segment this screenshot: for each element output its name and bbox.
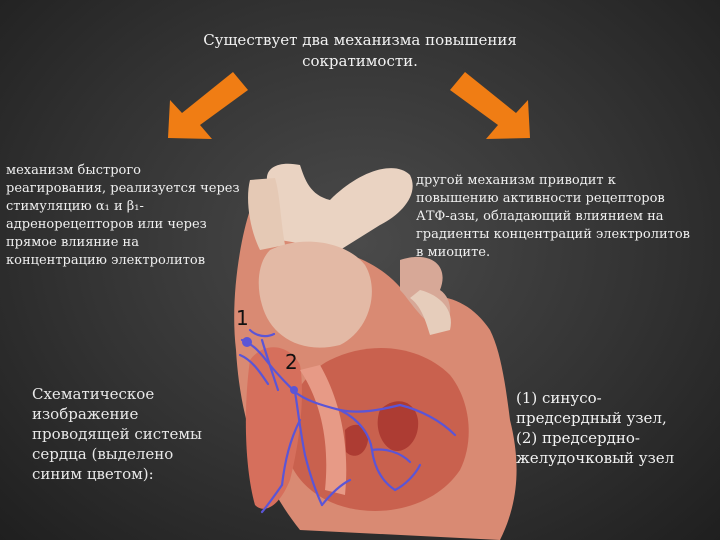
title-line-2: сократимости. — [302, 52, 418, 70]
marker-sa-node: 1 — [236, 306, 249, 330]
septum — [300, 365, 347, 495]
papillary-muscle — [377, 401, 419, 451]
legend-line-3: (2) предсердно- — [516, 429, 640, 447]
atpase-mechanism-text: другой механизм приводит к повышению акт… — [416, 173, 690, 260]
marker-av-node: 2 — [285, 350, 298, 374]
right-vessel — [410, 290, 451, 335]
legend-line-1: (1) синусо- — [516, 389, 602, 407]
sa-node — [242, 337, 252, 347]
title-line-1: Существует два механизма повышения — [203, 31, 517, 49]
legend-line-2: предсердный узел, — [516, 409, 667, 427]
papillary-muscle-2 — [345, 424, 368, 456]
right-ventricle — [245, 347, 302, 509]
av-node — [290, 386, 298, 394]
arrow-right-icon — [450, 72, 530, 139]
fast-mechanism-text: механизм быстрого реагирования, реализуе… — [6, 163, 240, 268]
node-legend: (1) синусо- предсердный узел, (2) предсе… — [516, 388, 706, 468]
conduction-caption: Схематическое изображение проводящей сис… — [32, 385, 202, 483]
legend-line-4: желудочковый узел — [516, 449, 675, 467]
vessel-left — [248, 178, 285, 250]
arrow-left-icon — [168, 72, 248, 139]
slide-title: Существует два механизма повышения сокра… — [160, 30, 560, 72]
conduction-system — [238, 328, 457, 514]
atrium — [258, 241, 372, 348]
aorta — [266, 163, 413, 250]
